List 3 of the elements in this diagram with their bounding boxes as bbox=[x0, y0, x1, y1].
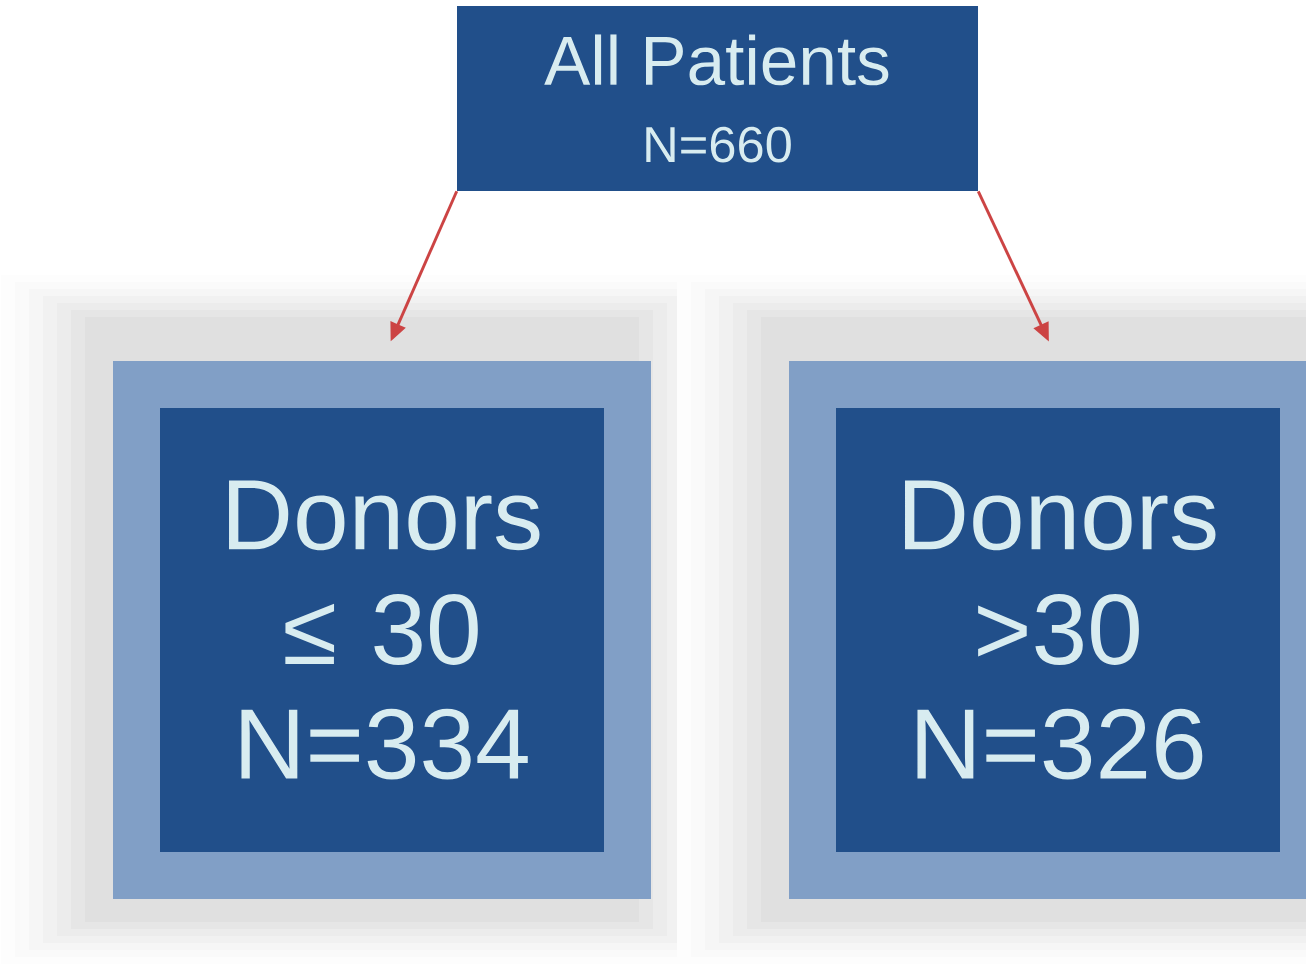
process-box: All Patients N=660 bbox=[457, 6, 978, 191]
group-box: Donors ≤ 30 N=334 bbox=[113, 361, 651, 899]
group-box: Donors >30 N=326 bbox=[789, 361, 1306, 899]
